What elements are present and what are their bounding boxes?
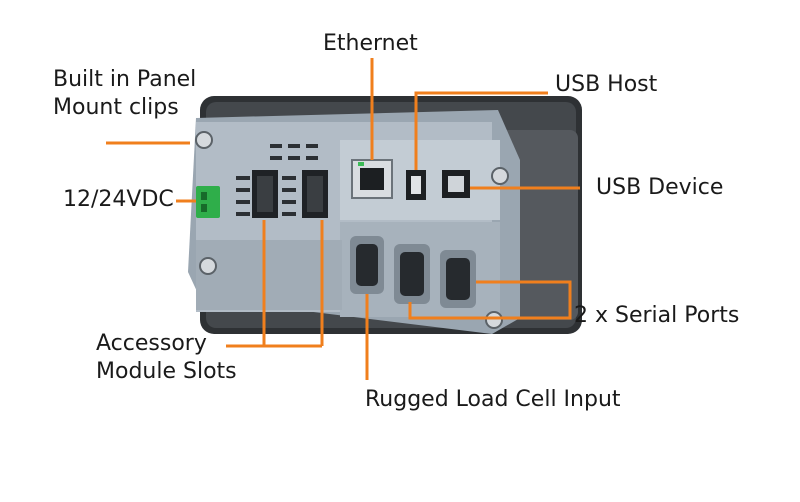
load-cell-connector: [350, 236, 384, 294]
label-power: 12/24VDC: [63, 187, 174, 212]
serial-port-2: [440, 250, 476, 308]
accessory-module-slot-2: [302, 170, 328, 218]
callout-line-accessory: [226, 220, 324, 348]
label-usb-host: USB Host: [555, 72, 658, 97]
label-usb-device: USB Device: [596, 175, 724, 200]
accessory-module-slot-1: [252, 170, 278, 218]
vent-slots: [236, 144, 318, 216]
usb-host-port: [406, 170, 426, 200]
callout-lines: [106, 58, 580, 380]
ethernet-port: [351, 159, 393, 199]
mount-screws: [195, 131, 509, 329]
label-panel-mount-clips: Built in Panel Mount clips: [53, 67, 197, 120]
callout-line-usb-host: [414, 91, 548, 170]
label-serial-ports: 2 x Serial Ports: [574, 303, 740, 328]
serial-port-1: [394, 244, 430, 304]
callout-line-serial-ports: [408, 280, 572, 320]
label-ethernet: Ethernet: [323, 31, 418, 56]
label-accessory-module-slots: Accessory Module Slots: [96, 331, 237, 384]
power-terminal: [196, 186, 220, 218]
usb-device-port: [442, 170, 470, 198]
label-load-cell-input: Rugged Load Cell Input: [365, 387, 621, 412]
